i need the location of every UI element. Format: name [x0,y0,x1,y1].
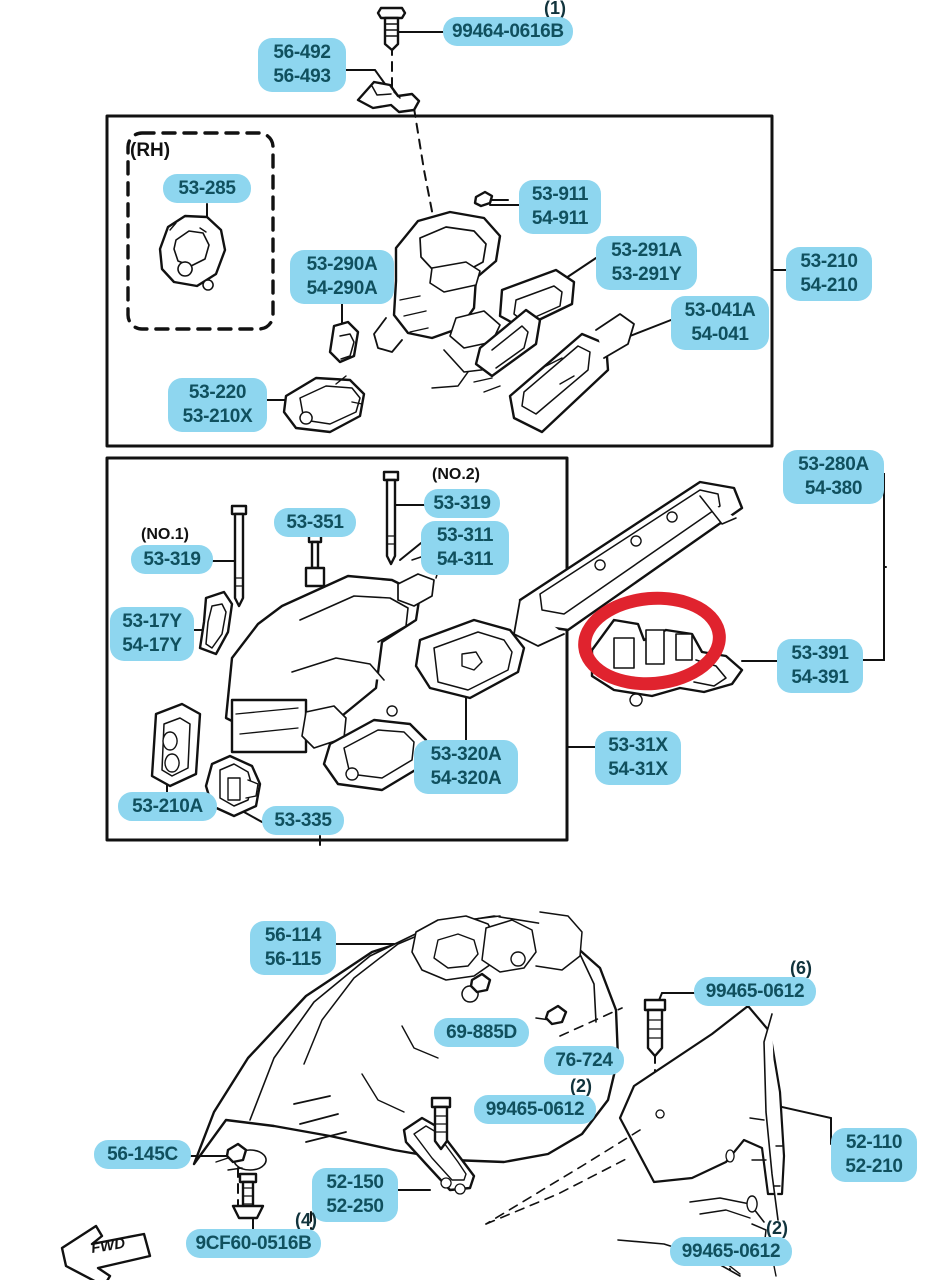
part-number: 54-311 [436,549,494,570]
part-number: 56-493 [273,66,331,87]
part-number-callout[interactable]: 53-210A [118,792,217,821]
part-number: 54-911 [531,208,589,229]
part-number-callout[interactable]: 53-290A 54-290A [290,250,394,304]
part-number-callout[interactable]: 56-492 56-493 [258,38,346,92]
part-number-callout[interactable]: 52-150 52-250 [312,1168,398,1222]
part-number: 53-290A [306,254,378,275]
part-number: 54-320A [430,768,502,789]
part-number-callout[interactable]: 53-320A 54-320A [414,740,518,794]
callout-quantity: (1) [544,0,566,18]
part-number-callout[interactable]: 99464-0616B [443,17,573,46]
part-number-callout[interactable]: 53-280A 54-380 [783,450,884,504]
part-number-callout[interactable]: 53-319 [424,489,500,518]
part-number-callout[interactable]: 53-391 54-391 [777,639,863,693]
part-number: 53-911 [531,184,589,205]
part-number-callout[interactable]: 53-041A 54-041 [671,296,769,350]
part-number: 54-17Y [122,635,182,656]
callout-quantity: (6) [790,958,812,978]
part-number: 54-31X [608,759,668,780]
group-label-no1: (NO.1) [141,526,189,543]
part-number: 56-145C [107,1144,178,1165]
part-number-callout[interactable]: 53-911 54-911 [519,180,601,234]
part-number-callout[interactable]: 53-17Y 54-17Y [110,607,194,661]
part-number-callout[interactable]: 56-145C [94,1140,191,1169]
callout-quantity: (4) [295,1210,317,1230]
part-number: 56-114 [264,925,322,946]
part-number: 52-150 [326,1172,384,1193]
group-label-rh: (RH) [130,140,171,161]
part-number: 76-724 [555,1050,613,1071]
part-number: 54-391 [791,667,849,688]
part-number: 54-041 [691,324,749,345]
part-number: 99465-0612 [705,981,805,1002]
part-number: 54-290A [306,278,378,299]
part-number: 53-319 [143,549,201,570]
part-number-callout[interactable]: 69-885D [434,1018,529,1047]
part-number: 52-110 [845,1132,903,1153]
part-number: 53-285 [178,178,236,199]
part-number-callout[interactable]: 99465-0612 [694,977,816,1006]
part-number: 53-351 [286,512,344,533]
part-number-callout[interactable]: 53-311 54-311 [421,521,509,575]
part-number-callout[interactable]: 76-724 [544,1046,624,1075]
part-number: 53-210 [800,251,858,272]
part-number: 99465-0612 [681,1241,781,1262]
part-number: 54-380 [804,478,863,499]
part-number: 53-320A [430,744,502,765]
part-number: 69-885D [446,1022,517,1043]
part-number-callout[interactable]: 56-114 56-115 [250,921,336,975]
part-number-callout[interactable]: 53-351 [274,508,356,537]
callout-quantity: (2) [766,1218,788,1238]
part-number: 52-210 [845,1156,903,1177]
part-number: 54-210 [800,275,858,296]
part-number: 53-210A [132,796,203,817]
fwd-arrow-label: FWD [90,1235,127,1257]
part-number-callout[interactable]: 53-285 [163,174,251,203]
part-number-callout[interactable]: 9CF60-0516B [186,1229,321,1258]
part-number-callout[interactable]: 52-110 52-210 [831,1128,917,1182]
part-number: 53-291Y [611,264,682,285]
part-number: 56-492 [273,42,331,63]
part-number: 53-17Y [122,611,182,632]
part-number: 53-280A [798,454,869,475]
callout-quantity: (2) [570,1076,592,1096]
part-number: 53-041A [684,300,756,321]
part-number: 53-220 [188,382,247,403]
part-number-callout[interactable]: 53-335 [262,806,344,835]
part-number: 9CF60-0516B [195,1233,312,1254]
part-number-callout[interactable]: 53-291A 53-291Y [596,236,697,290]
group-label-no2: (NO.2) [432,466,480,483]
part-number-callout[interactable]: 99465-0612 [474,1095,596,1124]
part-number: 53-391 [791,643,849,664]
part-number: 53-291A [611,240,682,261]
part-number-callout[interactable]: 99465-0612 [670,1237,792,1266]
part-number: 56-115 [264,949,322,970]
part-number: 53-210X [182,406,253,427]
part-number: 52-250 [326,1196,384,1217]
part-number-callout[interactable]: 53-210 54-210 [786,247,872,301]
part-number-callout[interactable]: 53-319 [131,545,213,574]
part-number: 53-319 [433,493,491,514]
part-number: 53-31X [608,735,668,756]
part-number: 53-311 [436,525,494,546]
part-number: 99465-0612 [485,1099,585,1120]
part-number-callout[interactable]: 53-220 53-210X [168,378,267,432]
part-number: 53-335 [274,810,332,831]
part-number-callout[interactable]: 53-31X 54-31X [595,731,681,785]
part-number: 99464-0616B [452,21,564,42]
